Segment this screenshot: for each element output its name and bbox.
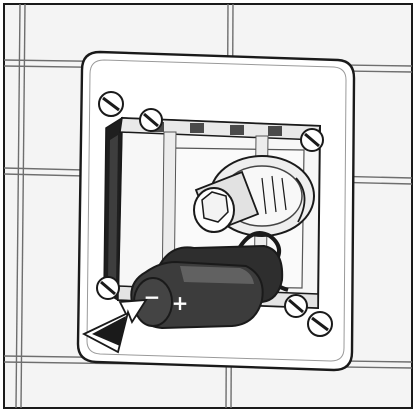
screw-top-right — [300, 128, 324, 152]
battery-plus-label: + — [172, 291, 189, 315]
screw-bottom-left — [96, 276, 120, 300]
screw-icon — [96, 91, 333, 337]
screw-bottom-mid-right — [284, 294, 308, 318]
screw-top-mid-left — [139, 108, 163, 132]
arrow-icon — [81, 298, 148, 354]
screw-top-left — [98, 91, 124, 117]
battery-minus-label: − — [144, 285, 161, 309]
screw-bottom-right — [307, 311, 333, 337]
battery-icon: − + — [130, 244, 284, 330]
valve-icon — [193, 155, 315, 237]
